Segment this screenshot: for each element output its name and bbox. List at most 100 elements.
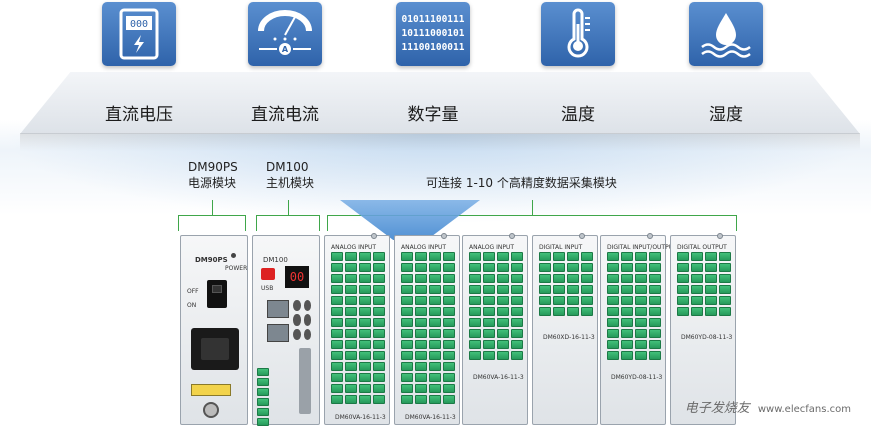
terminal[interactable] [331,274,343,283]
terminal[interactable] [373,362,385,371]
terminal[interactable] [373,274,385,283]
terminal[interactable] [345,318,357,327]
terminal[interactable] [415,296,427,305]
terminal[interactable] [705,252,717,261]
terminal[interactable] [607,318,619,327]
terminal[interactable] [539,307,551,316]
terminal[interactable] [497,285,509,294]
terminal[interactable] [567,252,579,261]
terminal[interactable] [677,274,689,283]
terminal[interactable] [719,263,731,272]
terminal[interactable] [401,384,413,393]
terminal[interactable] [511,340,523,349]
terminal[interactable] [539,285,551,294]
terminal[interactable] [331,351,343,360]
terminal[interactable] [691,296,703,305]
terminal[interactable] [359,329,371,338]
terminal[interactable] [553,274,565,283]
terminal[interactable] [429,274,441,283]
terminal[interactable] [415,307,427,316]
terminal[interactable] [429,384,441,393]
terminal[interactable] [567,296,579,305]
terminal[interactable] [469,274,481,283]
terminal[interactable] [553,252,565,261]
terminal[interactable] [345,395,357,404]
terminal[interactable] [469,285,481,294]
terminal[interactable] [401,285,413,294]
terminal[interactable] [401,373,413,382]
terminal-block[interactable] [607,252,661,360]
terminal[interactable] [345,285,357,294]
terminal[interactable] [415,384,427,393]
terminal[interactable] [719,307,731,316]
terminal[interactable] [415,263,427,272]
terminal[interactable] [705,263,717,272]
terminal[interactable] [401,252,413,261]
terminal[interactable] [331,340,343,349]
terminal[interactable] [415,329,427,338]
terminal[interactable] [345,384,357,393]
terminal[interactable] [429,340,441,349]
terminal[interactable] [429,307,441,316]
terminal[interactable] [359,340,371,349]
terminal[interactable] [429,362,441,371]
terminal[interactable] [401,362,413,371]
terminal[interactable] [331,307,343,316]
terminal[interactable] [719,285,731,294]
terminal[interactable] [415,274,427,283]
terminal[interactable] [443,263,455,272]
terminal[interactable] [345,252,357,261]
terminal[interactable] [635,296,647,305]
terminal[interactable] [373,340,385,349]
terminal[interactable] [511,296,523,305]
host-button[interactable] [261,268,275,280]
terminal[interactable] [331,296,343,305]
terminal[interactable] [691,307,703,316]
terminal[interactable] [359,395,371,404]
terminal[interactable] [373,395,385,404]
terminal[interactable] [511,307,523,316]
terminal[interactable] [345,296,357,305]
terminal[interactable] [649,296,661,305]
terminal[interactable] [677,263,689,272]
terminal[interactable] [607,263,619,272]
terminal[interactable] [649,307,661,316]
terminal[interactable] [635,263,647,272]
terminal[interactable] [429,263,441,272]
terminal[interactable] [705,285,717,294]
terminal[interactable] [331,252,343,261]
ethernet-port-2[interactable] [267,324,289,342]
terminal[interactable] [567,307,579,316]
terminal[interactable] [539,274,551,283]
terminal[interactable] [511,285,523,294]
terminal[interactable] [607,296,619,305]
power-switch[interactable] [207,280,227,308]
terminal[interactable] [345,362,357,371]
terminal-block[interactable] [469,252,523,360]
terminal[interactable] [373,285,385,294]
terminal[interactable] [443,384,455,393]
terminal[interactable] [415,373,427,382]
terminal[interactable] [331,362,343,371]
terminal[interactable] [705,296,717,305]
terminal[interactable] [567,263,579,272]
terminal[interactable] [359,384,371,393]
terminal[interactable] [373,384,385,393]
terminal[interactable] [401,351,413,360]
terminal[interactable] [649,340,661,349]
terminal[interactable] [443,373,455,382]
terminal[interactable] [511,252,523,261]
terminal[interactable] [429,395,441,404]
terminal[interactable] [359,307,371,316]
terminal[interactable] [415,362,427,371]
terminal[interactable] [497,318,509,327]
terminal[interactable] [469,307,481,316]
terminal[interactable] [373,373,385,382]
terminal[interactable] [649,263,661,272]
terminal[interactable] [429,285,441,294]
terminal[interactable] [401,318,413,327]
terminal[interactable] [719,252,731,261]
terminal[interactable] [443,395,455,404]
terminal[interactable] [443,318,455,327]
terminal[interactable] [429,373,441,382]
